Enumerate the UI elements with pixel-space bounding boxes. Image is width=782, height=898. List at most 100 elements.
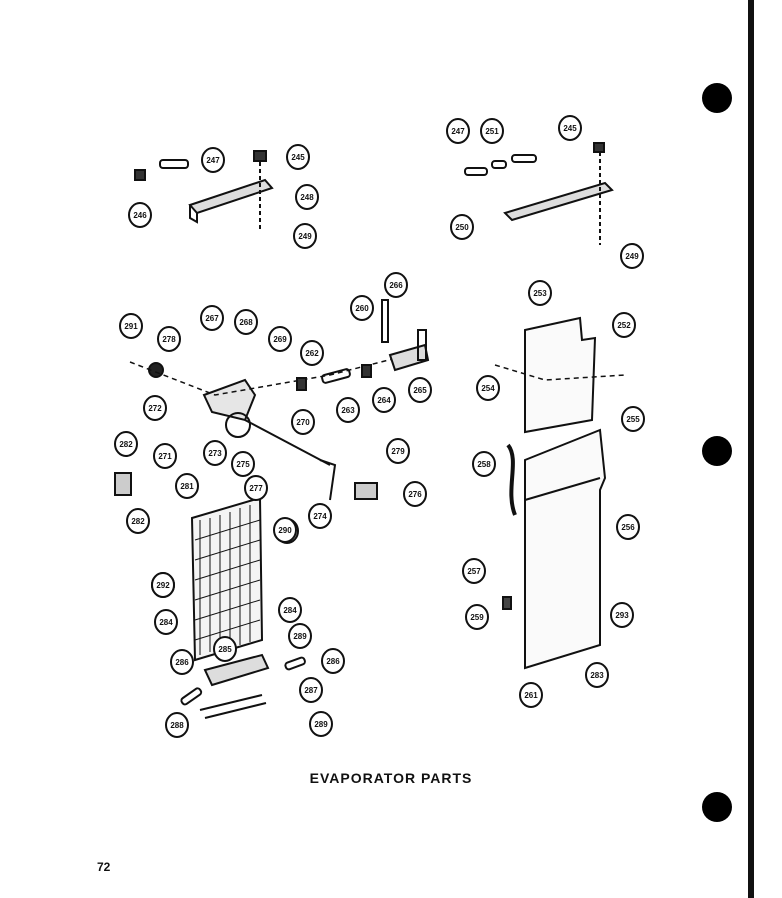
page-edge-bar (748, 0, 754, 898)
callout-label: 272 (148, 404, 162, 413)
callout-label: 279 (391, 447, 405, 456)
binder-hole-middle (702, 436, 732, 466)
callout-287: 287 (299, 677, 323, 703)
callout-label: 290 (278, 526, 292, 535)
callout-label: 287 (304, 686, 318, 695)
pin-part-drawing (159, 159, 189, 169)
callout-251: 251 (480, 118, 504, 144)
rail-part-drawing-right (503, 181, 614, 222)
callout-285: 285 (213, 636, 237, 662)
callout-label: 269 (273, 335, 287, 344)
callout-258: 258 (472, 451, 496, 477)
plug-part-drawing (134, 169, 146, 181)
callout-269: 269 (268, 326, 292, 352)
callout-267: 267 (200, 305, 224, 331)
callout-286: 286 (170, 649, 194, 675)
cap-part-drawing (253, 150, 267, 162)
callout-273: 273 (203, 440, 227, 466)
callout-label: 246 (133, 211, 147, 220)
callout-246: 246 (128, 202, 152, 228)
callout-label: 260 (355, 304, 369, 313)
callout-289: 289 (288, 623, 312, 649)
callout-label: 281 (180, 482, 194, 491)
binder-hole-top (702, 83, 732, 113)
callout-274: 274 (308, 503, 332, 529)
callout-label: 255 (626, 415, 640, 424)
callout-250: 250 (450, 214, 474, 240)
callout-label: 270 (296, 418, 310, 427)
callout-284: 284 (154, 609, 178, 635)
callout-label: 277 (249, 484, 263, 493)
callout-label: 251 (485, 127, 499, 136)
callout-261: 261 (519, 682, 543, 708)
callout-283: 283 (585, 662, 609, 688)
callout-247: 247 (201, 147, 225, 173)
callout-289-2: 289 (309, 711, 333, 737)
callout-255: 255 (621, 406, 645, 432)
callout-label: 248 (300, 193, 314, 202)
lower-panel-drawing (524, 428, 607, 670)
callout-label: 256 (621, 523, 635, 532)
callout-label: 291 (124, 322, 138, 331)
callout-293: 293 (610, 602, 634, 628)
callout-label: 286 (175, 658, 189, 667)
rail-part-drawing (188, 178, 274, 215)
callout-label: 249 (625, 252, 639, 261)
callout-label: 284 (283, 606, 297, 615)
callout-249-2: 249 (620, 243, 644, 269)
callout-label: 262 (305, 349, 319, 358)
callout-260: 260 (350, 295, 374, 321)
callout-label: 278 (162, 335, 176, 344)
callout-label: 292 (156, 581, 170, 590)
callout-label: 257 (467, 567, 481, 576)
callout-label: 286 (326, 657, 340, 666)
callout-label: 249 (298, 232, 312, 241)
callout-284-2: 284 (278, 597, 302, 623)
callout-248: 248 (295, 184, 319, 210)
callout-266: 266 (384, 272, 408, 298)
callout-label: 274 (313, 512, 327, 521)
callout-label: 282 (119, 440, 133, 449)
callout-282: 282 (114, 431, 138, 457)
bracket-part-drawing (202, 378, 257, 422)
callout-label: 258 (477, 460, 491, 469)
callout-275: 275 (231, 451, 255, 477)
callout-label: 275 (236, 460, 250, 469)
callout-249: 249 (293, 223, 317, 249)
callout-label: 259 (470, 613, 484, 622)
callout-247-2: 247 (446, 118, 470, 144)
callout-label: 247 (451, 127, 465, 136)
callout-279: 279 (386, 438, 410, 464)
callout-263: 263 (336, 397, 360, 423)
callout-label: 271 (158, 452, 172, 461)
callout-270: 270 (291, 409, 315, 435)
callout-253: 253 (528, 280, 552, 306)
callout-label: 264 (377, 396, 391, 405)
callout-bubbles: 2452452462472472482492492502512522532542… (114, 115, 645, 738)
callout-label: 273 (208, 449, 222, 458)
callout-256: 256 (616, 514, 640, 540)
callout-label: 245 (563, 124, 577, 133)
callout-label: 254 (481, 384, 495, 393)
callout-268: 268 (234, 309, 258, 335)
callout-label: 285 (218, 645, 232, 654)
callout-label: 284 (159, 618, 173, 627)
callout-label: 282 (131, 517, 145, 526)
rail-lip (189, 205, 198, 224)
callout-label: 253 (533, 289, 547, 298)
callout-286-2: 286 (321, 648, 345, 674)
callout-label: 265 (413, 386, 427, 395)
callout-label: 247 (206, 156, 220, 165)
upper-panel-drawing (524, 316, 597, 434)
callout-label: 288 (170, 721, 184, 730)
callout-254: 254 (476, 375, 500, 401)
callout-257: 257 (462, 558, 486, 584)
callout-290: 290 (273, 517, 297, 543)
callout-245: 245 (286, 144, 310, 170)
callout-282-2: 282 (126, 508, 150, 534)
callout-label: 283 (590, 671, 604, 680)
callout-label: 289 (314, 720, 328, 729)
callout-262: 262 (300, 340, 324, 366)
callout-label: 268 (239, 318, 253, 327)
